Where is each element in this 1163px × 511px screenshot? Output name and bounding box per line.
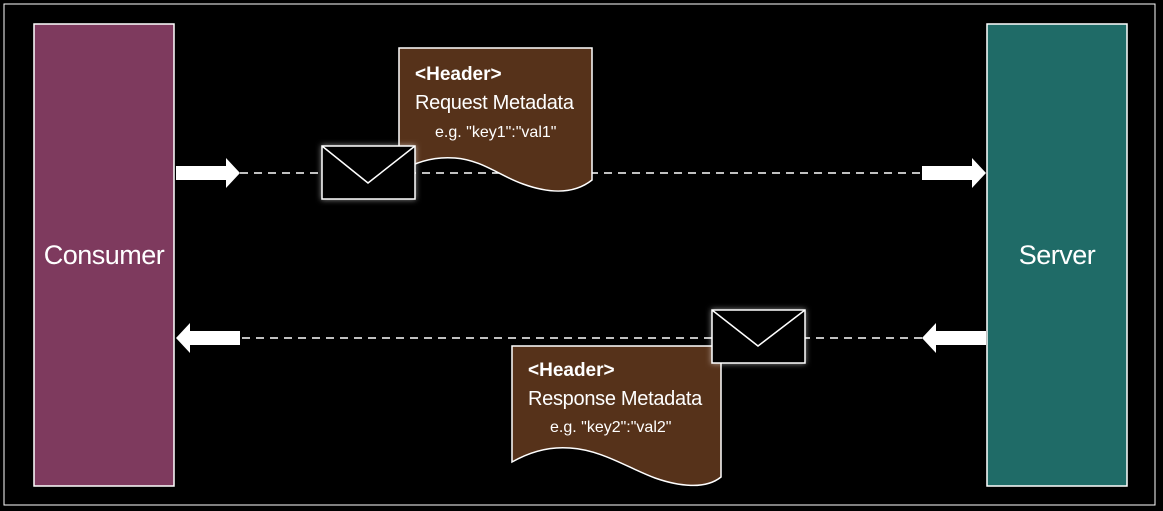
consumer-label: Consumer [44, 240, 165, 270]
response-note-line: Response Metadata [528, 388, 703, 410]
request-note-title: <Header> [415, 64, 502, 85]
response-envelope-body [711, 309, 806, 364]
response-arrow [176, 323, 986, 353]
consumer-box: Consumer [33, 23, 175, 487]
response-header-note: <Header> Response Metadata e.g. "key2":"… [511, 345, 722, 487]
response-note-shape [511, 345, 722, 487]
envelope-icon [321, 145, 416, 200]
response-note-example: e.g. "key2":"val2" [550, 419, 671, 436]
request-note-example: e.g. "key1":"val1" [435, 124, 556, 141]
response-start-arrow-icon [922, 323, 986, 353]
response-end-arrow-icon [176, 323, 240, 353]
request-envelope-flap [321, 145, 416, 184]
envelope-icon [711, 309, 806, 364]
consumer-rect [33, 23, 175, 487]
request-end-arrow-icon [922, 158, 986, 188]
server-label: Server [1019, 240, 1096, 270]
request-start-arrow-icon [176, 158, 240, 188]
server-box: Server [986, 23, 1128, 487]
outer-frame [3, 3, 1156, 506]
request-note-shape [398, 47, 593, 192]
response-envelope-flap [711, 309, 806, 347]
request-envelope-body [321, 145, 416, 200]
request-header-note: <Header> Request Metadata e.g. "key1":"v… [398, 47, 593, 192]
response-note-title: <Header> [528, 360, 615, 381]
server-rect [986, 23, 1128, 487]
request-note-line: Request Metadata [415, 92, 575, 114]
